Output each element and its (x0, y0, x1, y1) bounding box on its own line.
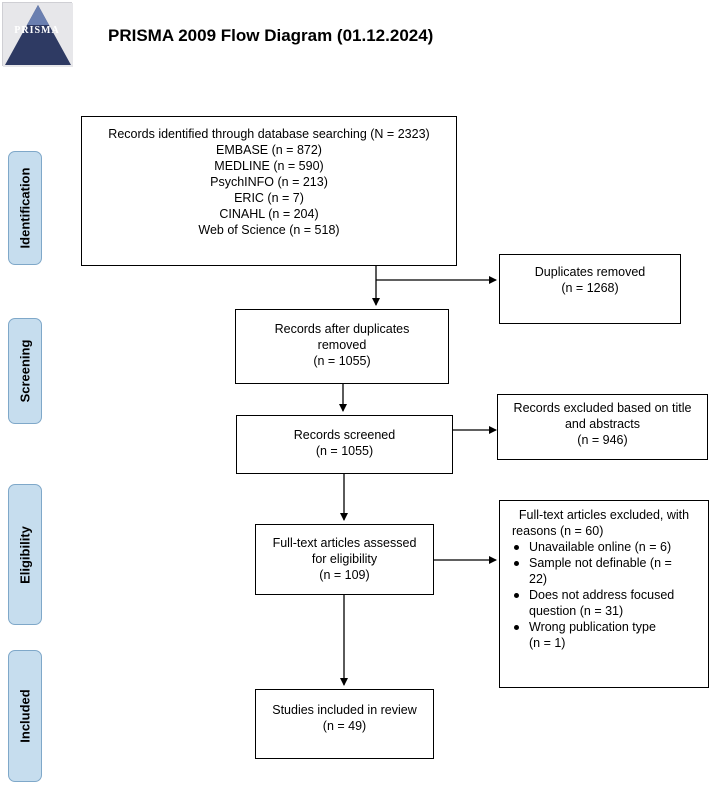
box-line: Records identified through database sear… (108, 127, 430, 141)
stage-screening: Screening (8, 318, 42, 424)
box-line: (n = 1268) (561, 281, 619, 295)
reason-line: Unavailable online (n = 6) (529, 540, 672, 554)
box-studies-included: Studies included in review (n = 49) (255, 689, 434, 759)
stage-identification: Identification (8, 151, 42, 265)
box-line: Web of Science (n = 518) (198, 223, 340, 237)
box-line: PsychINFO (n = 213) (210, 175, 328, 189)
box-line: Records excluded based on title (513, 401, 692, 415)
list-item: Unavailable online (n = 6) (506, 539, 702, 555)
box-line: Studies included in review (272, 703, 417, 717)
reason-line: (n = 1) (529, 636, 566, 650)
box-line: (n = 946) (577, 433, 628, 447)
box-line: Records after duplicates (274, 322, 410, 336)
bullet-icon (514, 545, 519, 550)
box-line: (n = 1055) (315, 444, 374, 458)
box-line: (n = 49) (322, 719, 367, 733)
box-heading-line: reasons (n = 60) (512, 524, 604, 538)
box-line: and abstracts (564, 417, 641, 431)
box-line: removed (317, 338, 367, 352)
box-line: MEDLINE (n = 590) (214, 159, 324, 173)
box-line: for eligibility (311, 552, 378, 566)
list-item: Wrong publication type (n = 1) (506, 619, 702, 651)
box-line: (n = 109) (319, 568, 370, 582)
box-duplicates-removed: Duplicates removed (n = 1268) (499, 254, 681, 324)
box-heading-line: Full-text articles excluded, with (518, 508, 690, 522)
reason-line: 22) (529, 572, 548, 586)
reason-line: Sample not definable (n = (529, 556, 672, 570)
exclusion-reasons-list: Unavailable online (n = 6) Sample not de… (506, 539, 702, 651)
stage-eligibility: Eligibility (8, 484, 42, 625)
list-item: Does not address focused question (n = 3… (506, 587, 702, 619)
reason-line: question (n = 31) (529, 604, 624, 618)
box-line: Full-text articles assessed (272, 536, 417, 550)
reason-line: Wrong publication type (529, 620, 656, 634)
box-records-screened: Records screened (n = 1055) (236, 415, 453, 474)
prisma-logo: PRISMA (2, 2, 73, 67)
box-line: ERIC (n = 7) (234, 191, 304, 205)
list-item: Sample not definable (n = 22) (506, 555, 702, 587)
bullet-icon (514, 561, 519, 566)
box-line: Records screened (293, 428, 396, 442)
logo-text: PRISMA (14, 25, 60, 36)
reason-line: Does not address focused (529, 588, 675, 602)
box-line: EMBASE (n = 872) (216, 143, 322, 157)
bullet-icon (514, 625, 519, 630)
box-fulltext-assessed: Full-text articles assessed for eligibil… (255, 524, 434, 595)
box-line: Duplicates removed (534, 265, 646, 279)
box-after-duplicates: Records after duplicates removed (n = 10… (235, 309, 449, 384)
bullet-icon (514, 593, 519, 598)
box-line: CINAHL (n = 204) (219, 207, 319, 221)
stage-included: Included (8, 650, 42, 782)
box-line: (n = 1055) (313, 354, 371, 368)
box-fulltext-excluded: Full-text articles excluded, with reason… (499, 500, 709, 688)
box-records-identified: Records identified through database sear… (81, 116, 457, 266)
box-excluded-title-abstracts: Records excluded based on title and abst… (497, 394, 708, 460)
page-title: PRISMA 2009 Flow Diagram (01.12.2024) (108, 26, 434, 45)
